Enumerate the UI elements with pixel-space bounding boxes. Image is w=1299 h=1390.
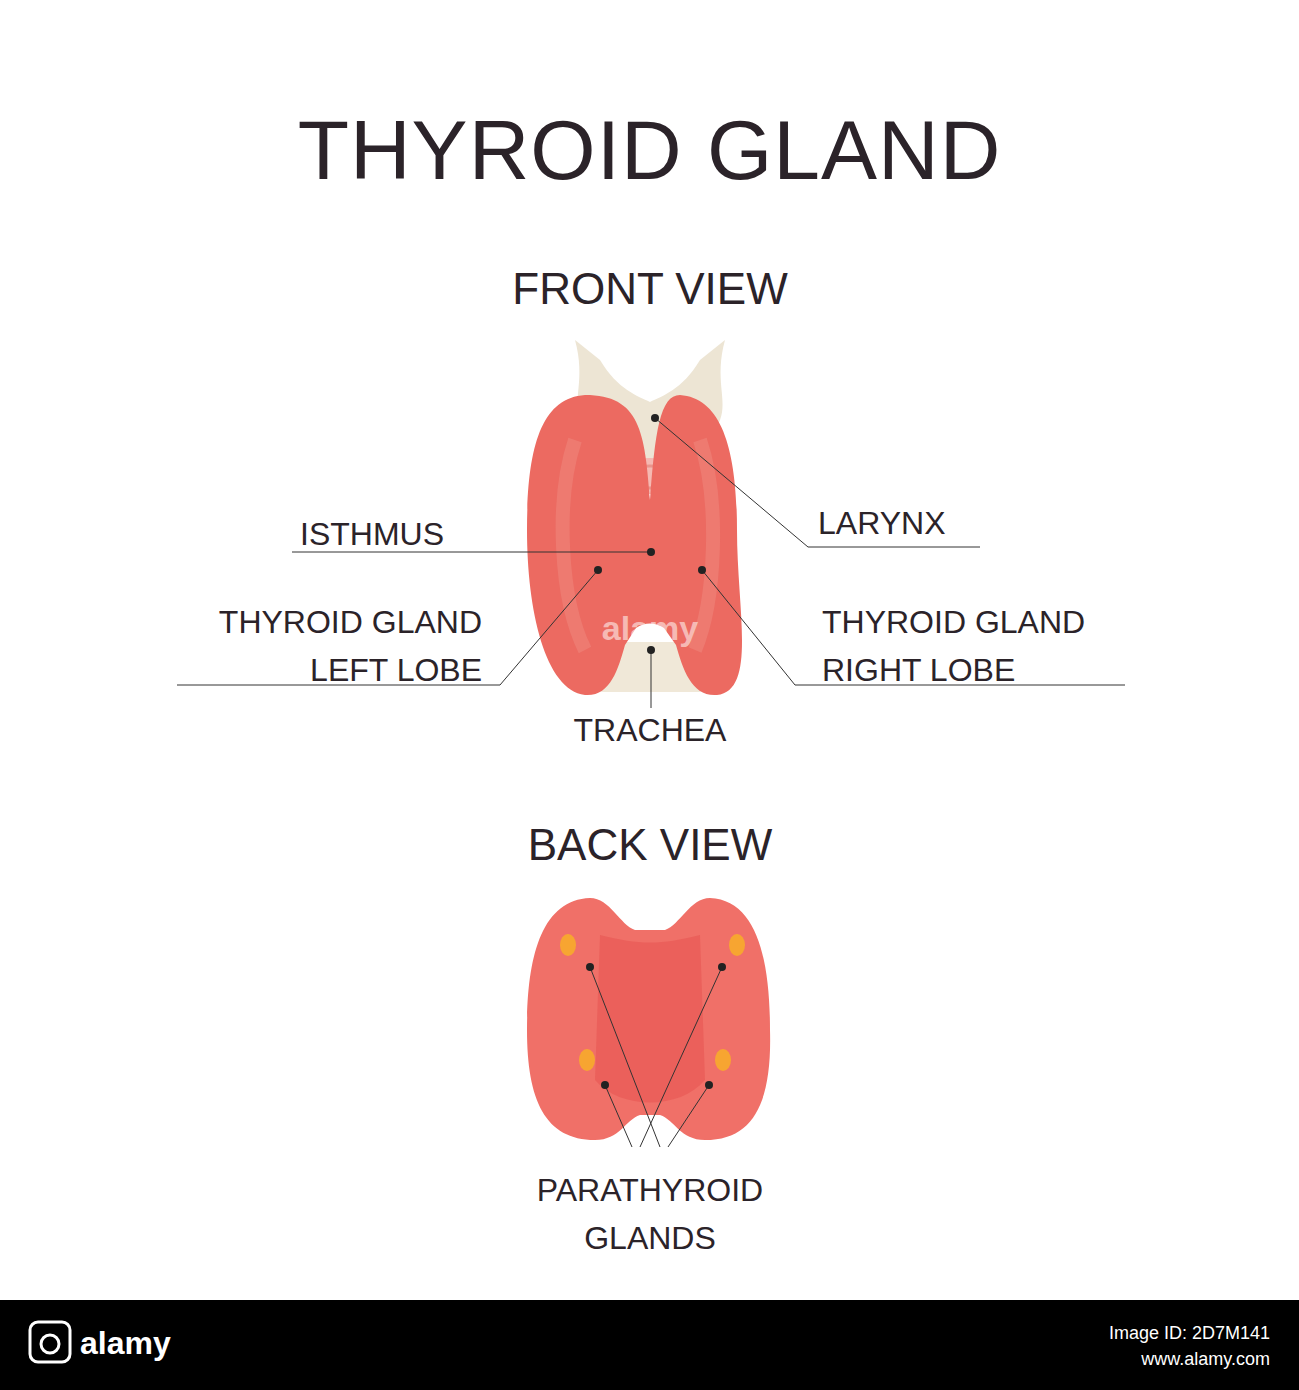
view-heading: BACK VIEW [350,818,950,872]
leader-lines [590,967,722,1147]
thyroid-back [527,898,770,1140]
diagram-title: THYROID GLAND [0,100,1299,200]
part-label: THYROID GLAND LEFT LOBE [160,598,482,694]
part-label: LARYNX [818,503,988,543]
footer-text: www.alamy.com [900,1348,1270,1370]
footer-logo: alamy [80,1324,280,1362]
part-label: TRACHEA [500,710,800,750]
logo-mark [30,1322,70,1362]
part-label: THYROID GLAND RIGHT LOBE [822,598,1144,694]
footer-text: Image ID: 2D7M141 [900,1322,1270,1344]
watermark: alamy [560,608,740,648]
thyroid-front [527,395,742,695]
marker-dots [586,963,726,1089]
part-label: ISTHMUS [300,514,480,554]
parathyroid-gland [560,934,745,1071]
logo-mark [41,1335,59,1353]
part-label: PARATHYROID GLANDS [500,1166,800,1262]
footer-bar [0,1300,1299,1390]
view-heading: FRONT VIEW [350,262,950,316]
back-shading [595,935,705,1103]
